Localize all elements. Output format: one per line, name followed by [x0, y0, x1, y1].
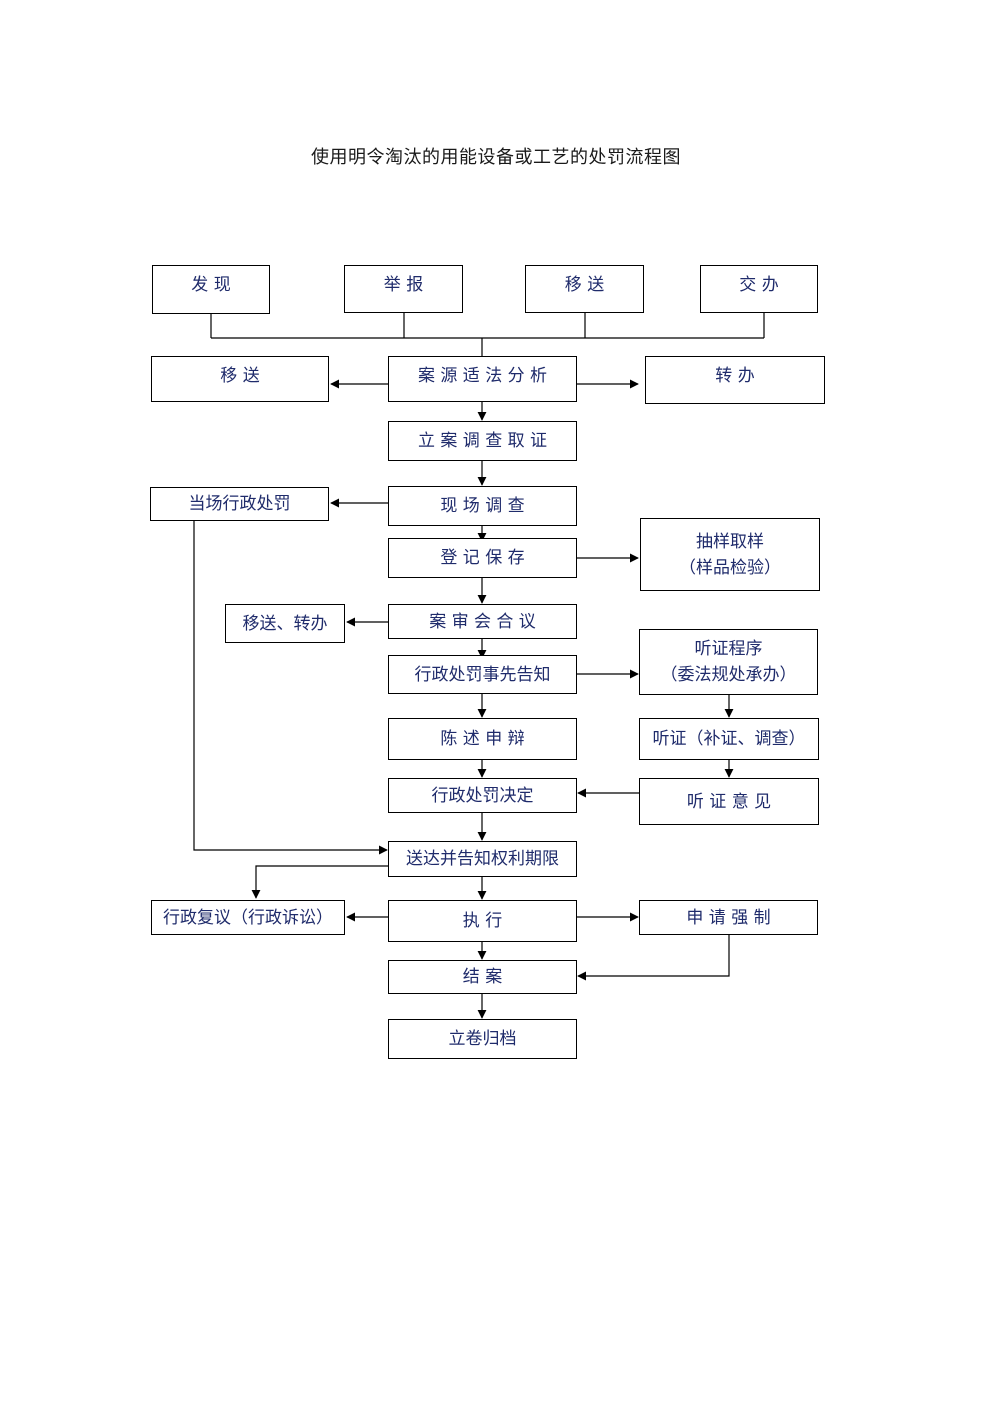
penalty-decision-box: 行政处罚决定 — [388, 778, 577, 813]
statement-defense-box: 陈 述 申 辩 — [388, 718, 577, 760]
case-closing-box: 结 案 — [388, 960, 577, 994]
handover-box: 转 办 — [645, 356, 825, 404]
hearing-procedure-box: 听证程序 （委法规处承办） — [639, 629, 818, 695]
transfer-out-box: 移 送 — [151, 356, 329, 402]
enforcement-application-box: 申 请 强 制 — [639, 900, 818, 935]
transfer-handover-box: 移送、转办 — [225, 604, 345, 643]
onsite-investigation-box: 现 场 调 查 — [388, 486, 577, 526]
register-preserve-box: 登 记 保 存 — [388, 538, 577, 578]
sampling-box: 抽样取样 （样品检验） — [640, 518, 820, 591]
hearing-box: 听证（补证、调查） — [639, 718, 819, 760]
prior-notice-box: 行政处罚事先告知 — [388, 655, 577, 694]
delivery-notice-box: 送达并告知权利期限 — [388, 841, 577, 877]
page-title: 使用明令淘汰的用能设备或工艺的处罚流程图 — [311, 147, 681, 168]
execution-box: 执 行 — [388, 900, 577, 942]
case-analysis-box: 案 源 适 法 分 析 — [388, 356, 577, 402]
source-discovery-box: 发 现 — [152, 265, 270, 314]
source-report-box: 举 报 — [344, 265, 463, 313]
source-transfer-box: 移 送 — [525, 265, 644, 313]
hearing-opinion-box: 听 证 意 见 — [639, 778, 819, 825]
archiving-box: 立卷归档 — [388, 1019, 577, 1059]
reconsideration-box: 行政复议（行政诉讼） — [151, 900, 345, 935]
case-review-box: 案 审 会 合 议 — [388, 604, 577, 639]
filing-investigation-box: 立 案 调 查 取 证 — [388, 421, 577, 461]
onsite-penalty-box: 当场行政处罚 — [150, 487, 329, 521]
source-assigned-box: 交 办 — [700, 265, 818, 313]
